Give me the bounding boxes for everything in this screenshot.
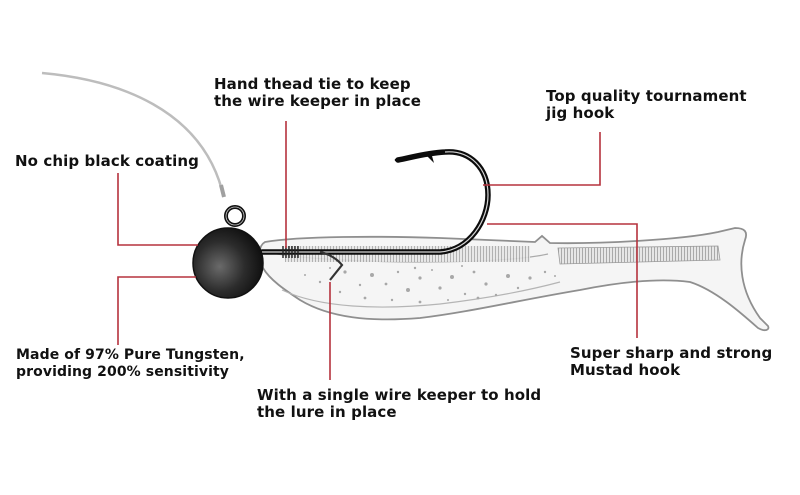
callout-keeper-line1: With a single wire keeper to hold [257, 386, 542, 404]
callout-tungsten-line1: Made of 97% Pure Tungsten, [16, 347, 245, 363]
callout-tungsten-line2: providing 200% sensitivity [16, 364, 230, 380]
line-tie-eye [224, 205, 246, 227]
soft-plastic-lure [258, 227, 770, 332]
callout-keeper-line2: the lure in place [257, 403, 397, 421]
leader-coating [117, 173, 198, 246]
callout-mustad-line2: Mustad hook [570, 361, 681, 379]
leader-lines [117, 121, 638, 380]
callout-thread-tie: Hand thead tie to keep the wire keeper i… [214, 76, 421, 110]
callout-thread-tie-line2: the wire keeper in place [214, 92, 421, 110]
leader-mustad [487, 223, 638, 338]
lure-speckles [304, 265, 556, 304]
callout-hook: Top quality tournament jig hook [546, 88, 747, 122]
leader-hook [483, 132, 601, 186]
thread-tie [282, 246, 299, 258]
callout-hook-line2: jig hook [546, 104, 615, 122]
callout-keeper: With a single wire keeper to hold the lu… [257, 387, 541, 421]
lure-stripe-tail [557, 245, 721, 265]
leader-tungsten [117, 276, 196, 345]
tungsten-head [192, 227, 264, 299]
hook-point [394, 153, 420, 162]
wire-keeper [319, 250, 344, 281]
hook-barb [426, 155, 434, 163]
fishing-line [41, 71, 224, 191]
callout-coating-line1: No chip black coating [15, 152, 199, 170]
line-knot [219, 184, 226, 198]
callout-mustad-line1: Super sharp and strong [570, 344, 773, 362]
jig-hook [259, 149, 491, 255]
callout-mustad: Super sharp and strong Mustad hook [570, 345, 772, 379]
callout-coating: No chip black coating [15, 153, 199, 170]
callout-tungsten: Made of 97% Pure Tungsten, providing 200… [16, 347, 245, 381]
callout-thread-tie-line1: Hand thead tie to keep [214, 75, 411, 93]
callout-hook-line1: Top quality tournament [546, 87, 747, 105]
